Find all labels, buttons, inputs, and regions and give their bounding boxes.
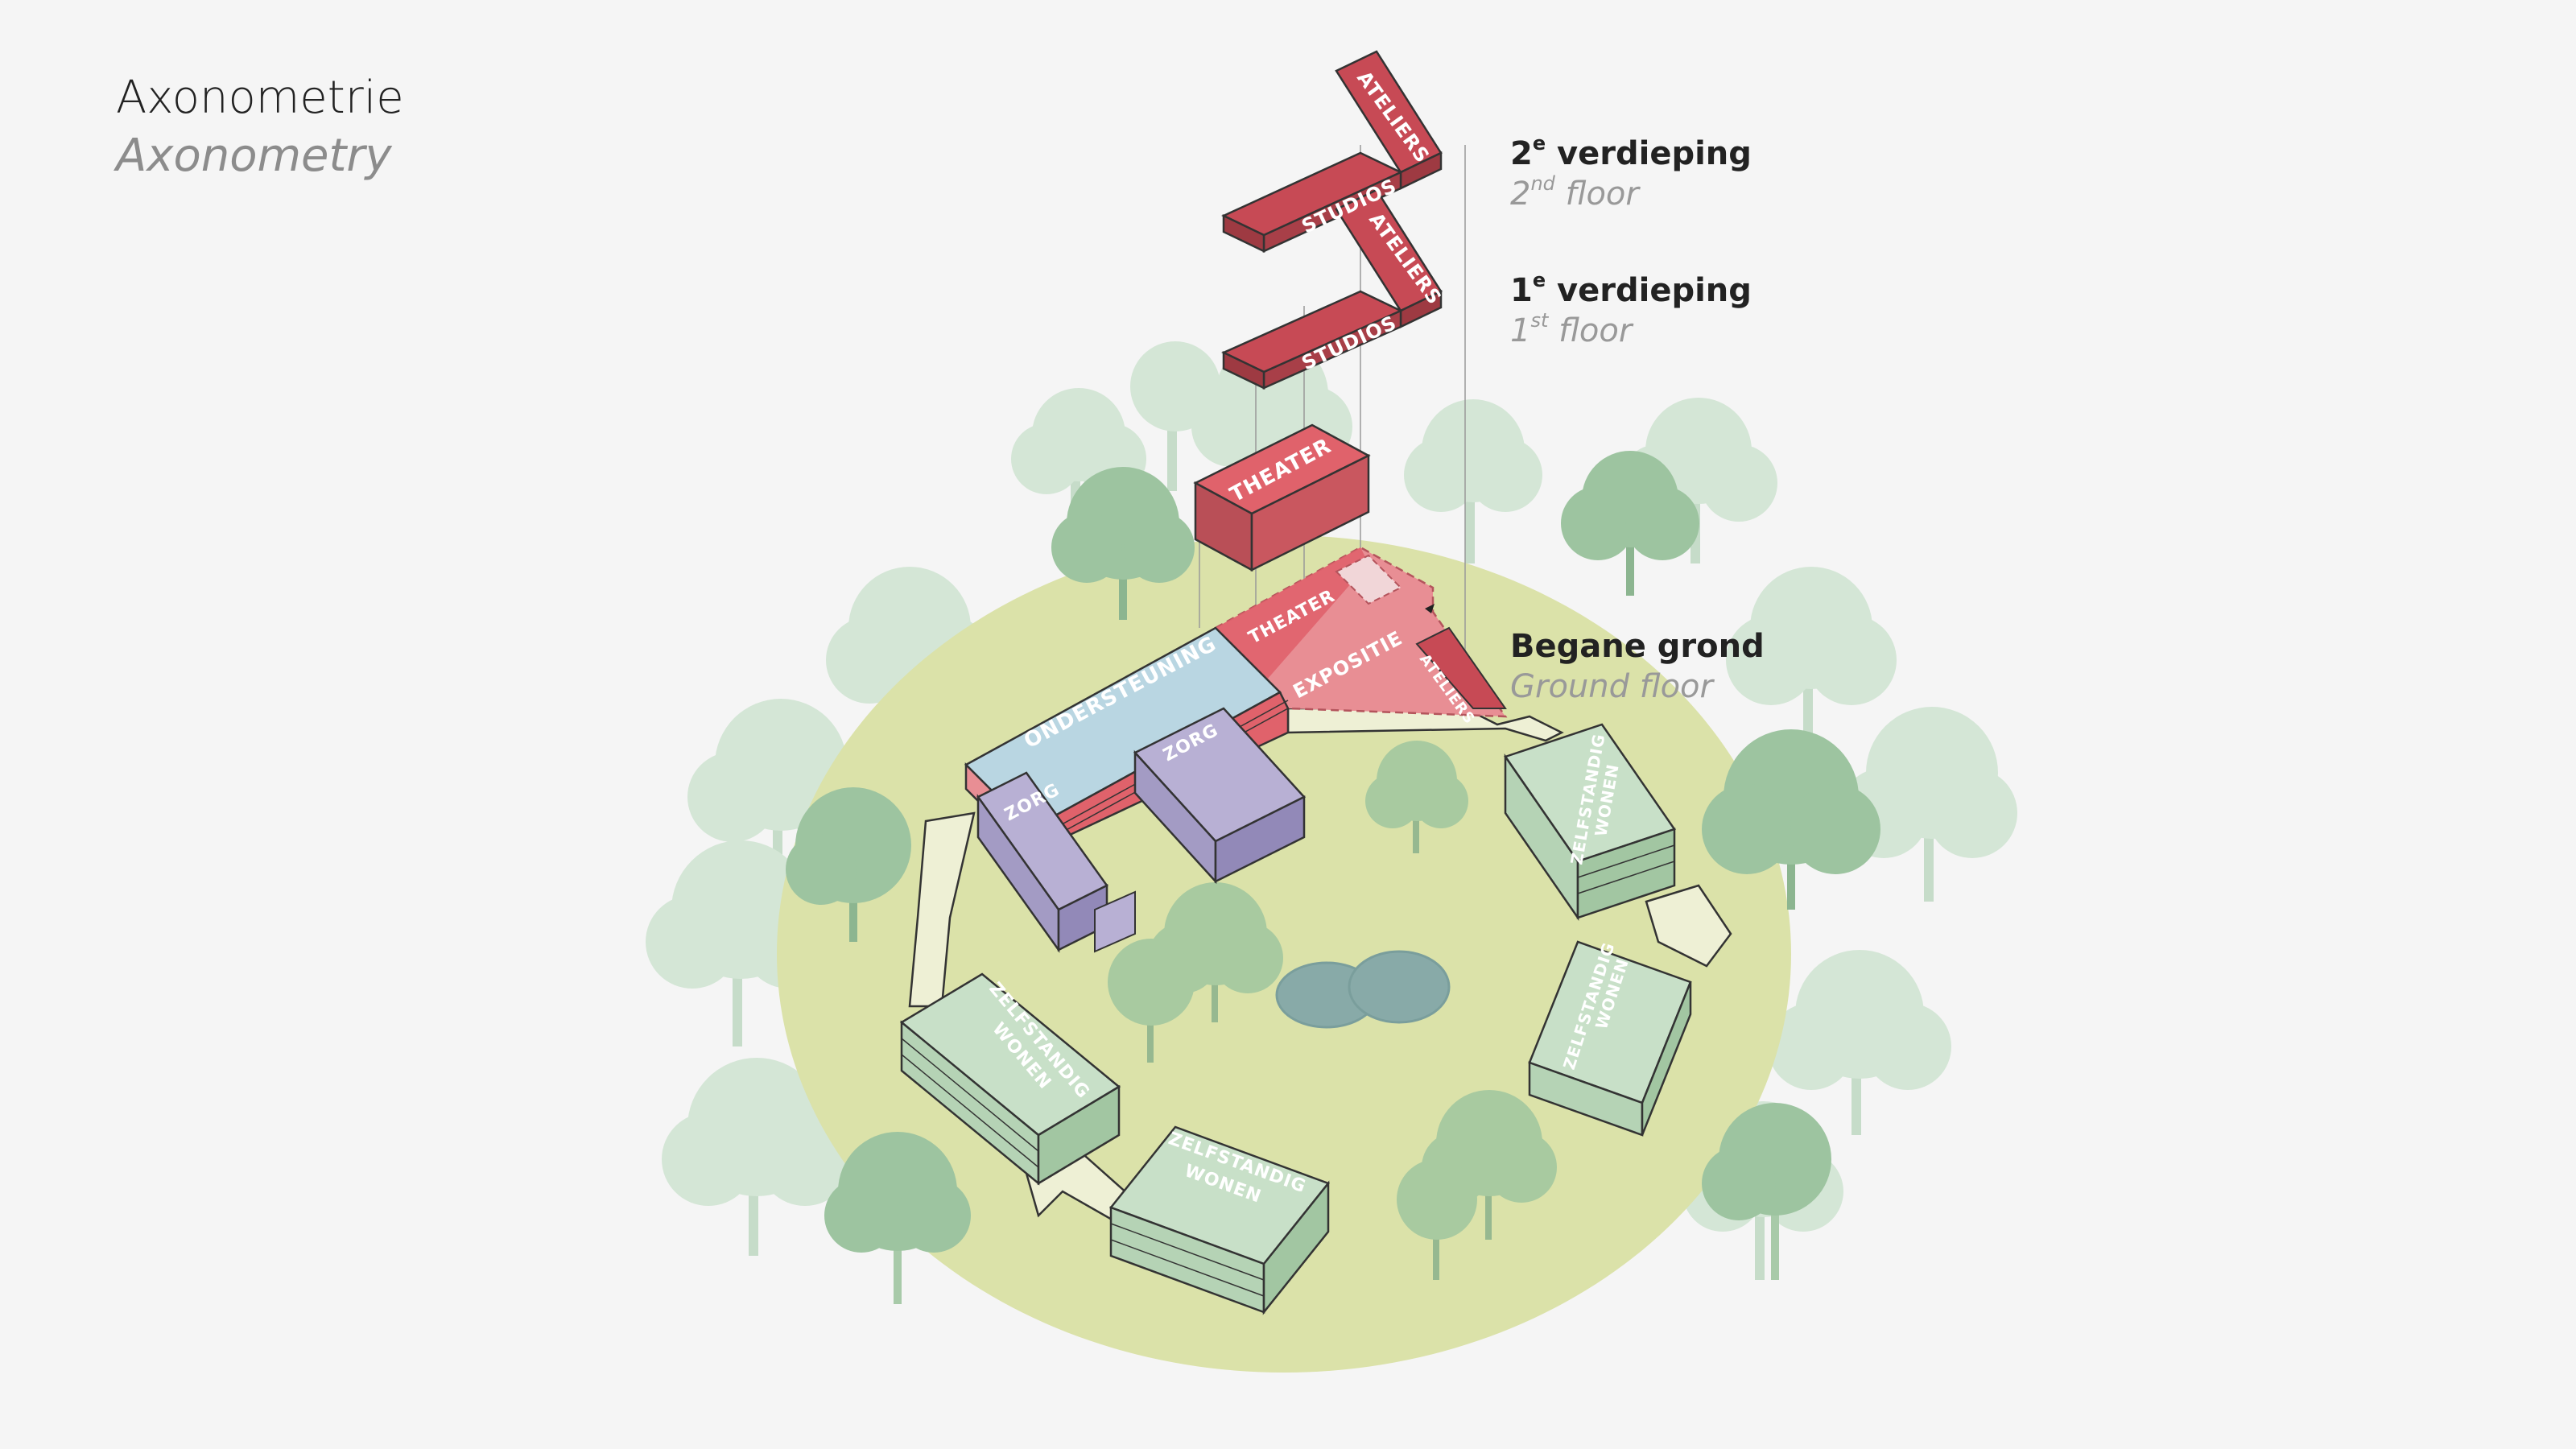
floor-1-label: 1e verdieping 1st floor	[1510, 270, 1752, 351]
floor-2-text: verdieping	[1546, 135, 1752, 172]
floor-2-label-nl: 2e verdieping	[1510, 134, 1752, 174]
housing-volume-e	[1528, 940, 1692, 1137]
tree	[1397, 1159, 1477, 1280]
floor-1-label-nl: 1e verdieping	[1510, 270, 1752, 311]
zorg-volume-left	[976, 771, 1136, 953]
floor-1-number: 1	[1510, 272, 1533, 309]
page-subtitle: Axonometry	[116, 130, 392, 182]
floor-1-text-en: floor	[1548, 312, 1633, 349]
floor-2-volume	[1221, 50, 1443, 253]
floor-1-number-en: 1	[1510, 312, 1531, 349]
tree	[1051, 467, 1195, 620]
tree	[1365, 741, 1468, 853]
tree	[1726, 567, 1897, 773]
tree	[786, 787, 911, 942]
floor-2-label: 2e verdieping 2nd floor	[1510, 134, 1752, 214]
ground-floor-label-en: Ground floor	[1510, 668, 1713, 705]
tree	[1768, 950, 1951, 1135]
floor-2-number: 2	[1510, 135, 1533, 172]
tree	[662, 1058, 852, 1256]
ground-floor-label: Begane grond Ground floor	[1510, 626, 1765, 707]
tree	[1108, 939, 1195, 1063]
courtyard-trees	[1108, 741, 1557, 1280]
floor-1-text: verdieping	[1546, 272, 1752, 309]
floor-2-number-en: 2	[1510, 175, 1531, 213]
floor-2-suffix: e	[1532, 131, 1546, 155]
tree	[1702, 1103, 1831, 1280]
tree-ring-foreground	[786, 451, 1880, 1304]
floor-2-suffix-en: nd	[1530, 171, 1555, 195]
housing-volume-nw	[899, 972, 1121, 1186]
housing-volume-sw	[1108, 1125, 1331, 1315]
title-block: Axonometrie Axonometry	[116, 69, 404, 185]
floor-1-suffix-en: st	[1530, 308, 1549, 332]
housing-volume-ne	[1504, 723, 1676, 922]
tree	[1561, 451, 1699, 596]
floor-2-label-en: 2nd floor	[1510, 174, 1752, 214]
theater-volume	[1193, 423, 1371, 572]
tree	[1130, 341, 1220, 491]
zorg-volume-right	[1133, 707, 1307, 885]
page-title: Axonometrie	[116, 72, 404, 124]
ground-floor-label-nl: Begane grond	[1510, 628, 1765, 665]
tree	[1702, 729, 1880, 910]
floor-1-label-en: 1st floor	[1510, 311, 1752, 351]
tree	[1404, 399, 1542, 564]
floor-1-volume	[1221, 188, 1443, 390]
tree	[824, 1132, 971, 1304]
entrance-marker-icon	[1425, 604, 1435, 613]
pond	[1275, 950, 1451, 1029]
tree	[1839, 707, 2017, 902]
floor-1-suffix: e	[1532, 268, 1546, 291]
floor-2-text-en: floor	[1554, 175, 1639, 213]
